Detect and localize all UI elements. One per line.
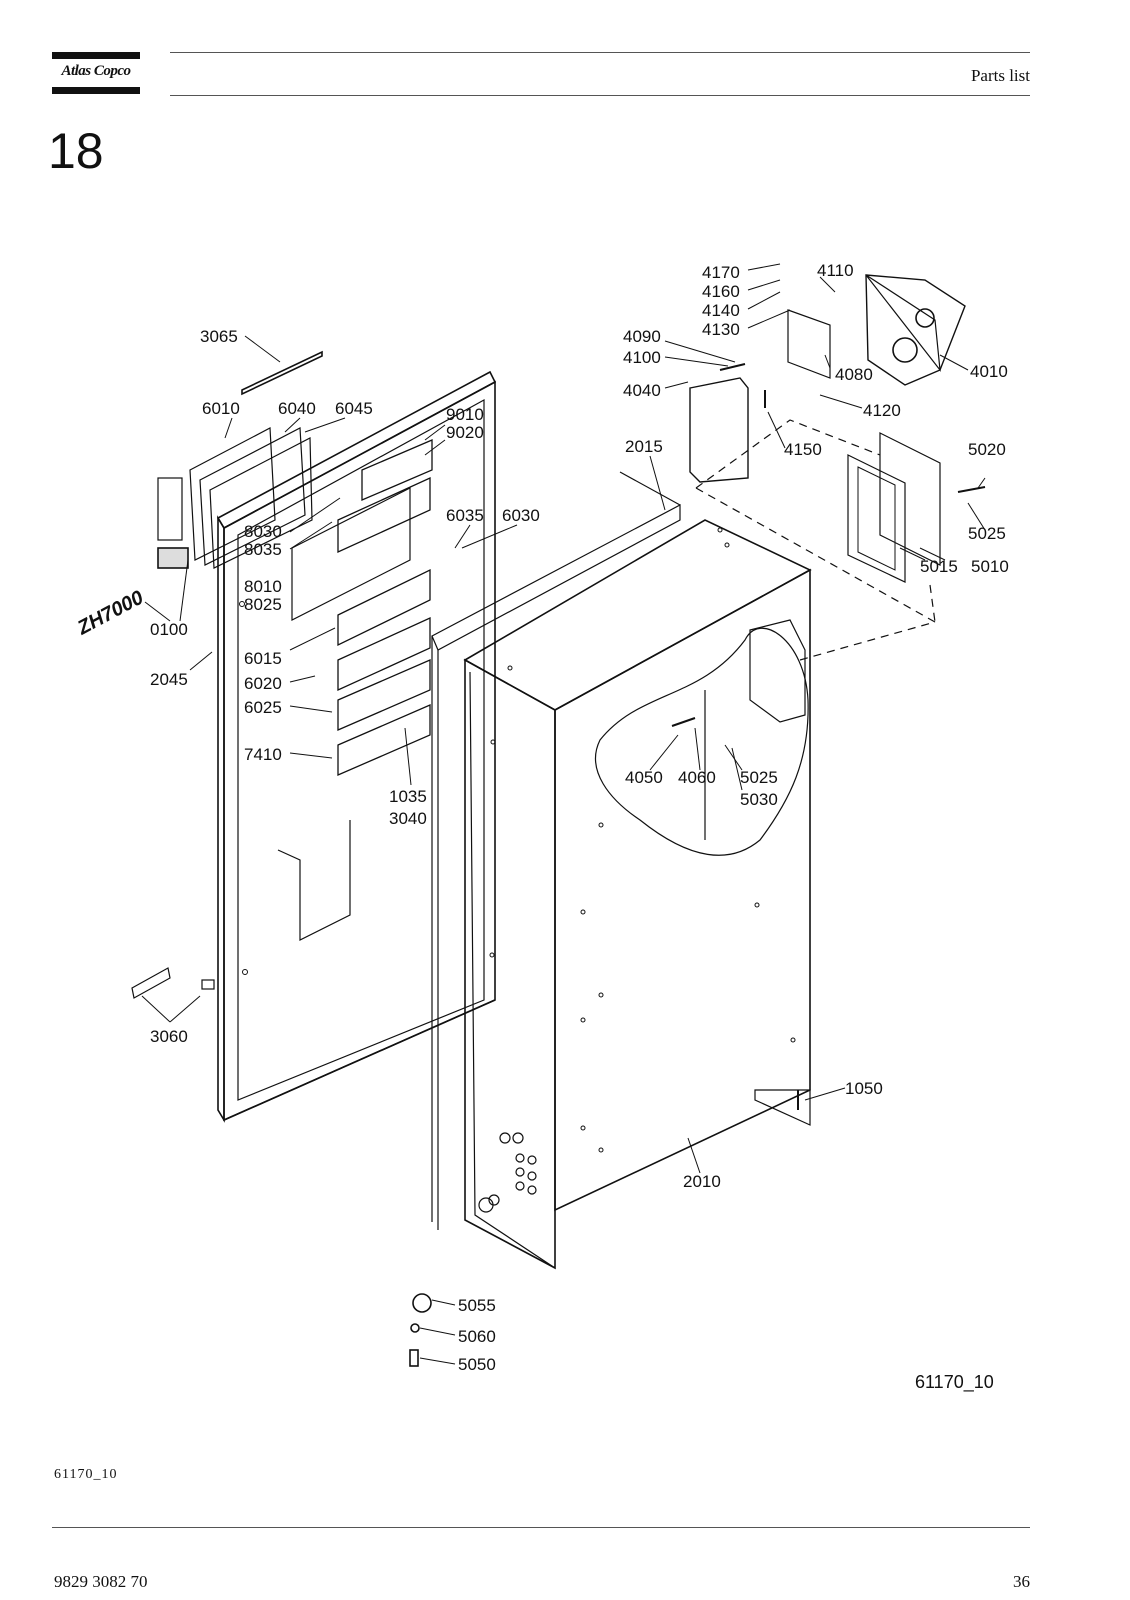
callout-3065: 3065 <box>200 327 238 346</box>
callout-6010: 6010 <box>202 399 240 418</box>
callout-6020: 6020 <box>244 674 282 693</box>
callout-4170: 4170 <box>702 263 740 282</box>
callout-4060: 4060 <box>678 768 716 787</box>
footer-rule <box>52 1527 1030 1528</box>
callout-8030: 8030 <box>244 522 282 541</box>
callout-5020: 5020 <box>968 440 1006 459</box>
callout-5025-top: 5025 <box>968 524 1006 543</box>
callout-4120: 4120 <box>863 401 901 420</box>
header-rule-bottom <box>170 95 1030 96</box>
header-title: Parts list <box>970 66 1030 85</box>
callout-0100: 0100 <box>150 620 188 639</box>
logo-bar-bottom <box>52 87 140 94</box>
drawing-id: 61170_10 <box>915 1372 994 1393</box>
callout-3060: 3060 <box>150 1027 188 1046</box>
callout-2015: 2015 <box>625 437 663 456</box>
callout-5030: 5030 <box>740 790 778 809</box>
callout-6035: 6035 <box>446 506 484 525</box>
callout-4140: 4140 <box>702 301 740 320</box>
figure-reference: 61170_10 <box>54 1467 118 1482</box>
callout-4010: 4010 <box>970 362 1008 381</box>
callout-6045: 6045 <box>335 399 373 418</box>
callout-5050: 5050 <box>458 1355 496 1374</box>
callout-8025: 8025 <box>244 595 282 614</box>
atlas-copco-logo: Atlas Copco <box>52 52 140 94</box>
callout-5060: 5060 <box>458 1327 496 1346</box>
model-label: ZH7000 <box>73 587 147 640</box>
callout-9010: 9010 <box>446 405 484 424</box>
callout-5025-mid: 5025 <box>740 768 778 787</box>
callout-8035: 8035 <box>244 540 282 559</box>
callout-4080: 4080 <box>835 365 873 384</box>
callout-4110: 4110 <box>817 261 854 280</box>
callout-1050: 1050 <box>845 1079 883 1098</box>
callout-8010: 8010 <box>244 577 282 596</box>
callout-5055: 5055 <box>458 1296 496 1315</box>
callout-4100: 4100 <box>623 348 661 367</box>
page-number: 36 <box>1013 1572 1030 1591</box>
callout-4150: 4150 <box>784 440 822 459</box>
callout-2045: 2045 <box>150 670 188 689</box>
callout-9020: 9020 <box>446 423 484 442</box>
header-rule-top <box>170 52 1030 53</box>
callout-6030: 6030 <box>502 506 540 525</box>
callout-2010: 2010 <box>683 1172 721 1191</box>
logo-text: Atlas Copco <box>61 63 131 79</box>
callout-5015: 5015 <box>920 557 958 576</box>
callout-4160: 4160 <box>702 282 740 301</box>
document-number: 9829 3082 70 <box>54 1572 148 1591</box>
callout-1035: 1035 <box>389 787 427 806</box>
callout-6015: 6015 <box>244 649 282 668</box>
callout-4040: 4040 <box>623 381 661 400</box>
logo-bar-top <box>52 52 140 59</box>
callout-4090: 4090 <box>623 327 661 346</box>
callout-4130: 4130 <box>702 320 740 339</box>
section-number: 18 <box>48 123 104 179</box>
callout-5010: 5010 <box>971 557 1009 576</box>
callout-4050: 4050 <box>625 768 663 787</box>
callout-6040: 6040 <box>278 399 316 418</box>
callout-6025: 6025 <box>244 698 282 717</box>
callout-7410: 7410 <box>244 745 282 764</box>
callout-3040: 3040 <box>389 809 427 828</box>
